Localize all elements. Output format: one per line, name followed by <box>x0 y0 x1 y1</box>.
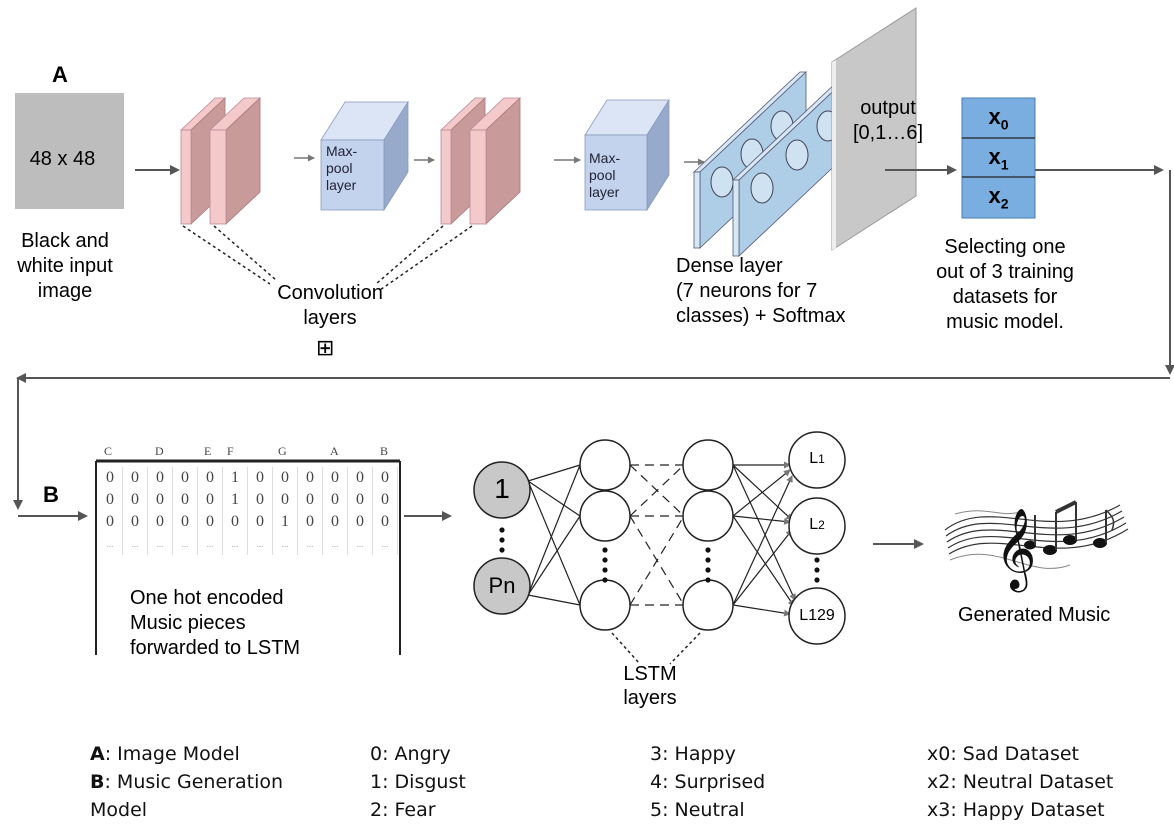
lstm-nodes <box>473 431 846 645</box>
lstm-caption: LSTM layers <box>623 663 677 709</box>
table-row: .................................... <box>98 533 398 555</box>
output-label: output [0,1…6] <box>852 97 924 144</box>
connector-a-to-b <box>13 165 1174 521</box>
legend-col-2: 0: Angry 1: Disgust 2: Fear <box>370 743 466 821</box>
maxpool-2-label: Max- pool layer <box>589 150 621 200</box>
dense-caption: Dense layer (7 neurons for 7 classes) + … <box>676 255 846 327</box>
output-node-l129-label: L129 <box>799 607 835 624</box>
selector-caption: Selecting one out of 3 training datasets… <box>936 236 1074 333</box>
music-notes-icon: 𝄞 <box>944 500 1129 592</box>
maxpool-cube-1 <box>320 100 409 212</box>
legend-col-1: A: Image Model B: Music Generation Model <box>90 743 284 821</box>
maxpool-1-label: Max- pool layer <box>326 143 358 193</box>
matrix-caption: One hot encoded Music pieces forwarded t… <box>130 587 301 659</box>
input-node-pn-label: Pn <box>488 573 516 598</box>
dense-layer <box>692 71 847 257</box>
conv-block-2 <box>439 97 522 225</box>
part-b-label: B <box>43 482 59 507</box>
svg-text:𝄞: 𝄞 <box>995 507 1036 592</box>
legend-col-3: 3: Happy 4: Surprised 5: Neutral <box>650 743 766 821</box>
input-image <box>15 93 124 209</box>
part-a-label: A <box>52 62 68 87</box>
input-caption: Black and white input image <box>17 230 113 302</box>
input-node-1-label: 1 <box>494 473 510 504</box>
output-node-l1-label: L1 <box>809 450 825 467</box>
note-headers: C D E F G A B <box>104 444 389 458</box>
output-node-l1 <box>788 431 846 489</box>
input-size-label: 48 x 48 <box>29 148 96 170</box>
dataset-x1: x1 <box>988 144 1009 173</box>
ellipsis-dots <box>499 527 820 583</box>
expand-icon[interactable]: ⊞ <box>316 336 335 361</box>
legend-col-4: x0: Sad Dataset x2: Neutral Dataset x3: … <box>927 743 1114 821</box>
dataset-box <box>961 97 1036 219</box>
output-node-l2-label: L2 <box>809 516 825 533</box>
lstm-connectors <box>611 632 701 665</box>
one-hot-matrix-frame <box>95 459 401 655</box>
dataset-x2: x2 <box>988 183 1009 212</box>
output-node-l129 <box>788 587 846 645</box>
output-panel <box>831 7 917 251</box>
dataset-x0: x0 <box>988 104 1009 133</box>
maxpool-cube-2 <box>584 98 670 212</box>
conv-block-1 <box>179 97 262 225</box>
conv-connectors <box>182 225 473 291</box>
music-caption: Generated Music <box>958 604 1111 626</box>
input-node-1 <box>473 461 531 519</box>
lstm-network <box>527 461 796 617</box>
input-node-pn <box>473 557 531 615</box>
conv-caption: Convolution layers <box>277 282 383 329</box>
output-node-l2 <box>788 497 846 555</box>
